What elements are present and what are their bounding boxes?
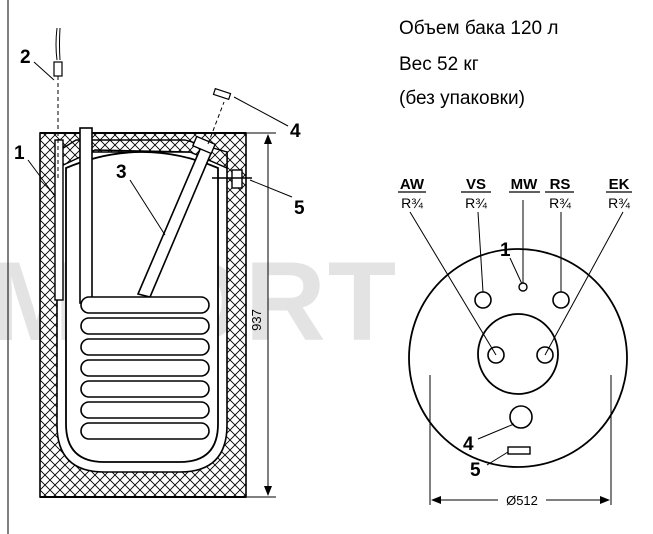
conn-rs-code: RS (550, 176, 571, 193)
port-mw (518, 282, 528, 292)
leader-5 (249, 179, 293, 198)
anode-plug (212, 87, 232, 101)
spec-weight: Вес 52 кг (399, 54, 479, 75)
conn-rs-size: R¾ (549, 195, 571, 211)
leader-5-top (486, 451, 509, 466)
anode-cap (191, 135, 217, 155)
leader-2 (33, 61, 55, 81)
spec-volume: Объем бака 120 л (399, 18, 559, 39)
callout-4-top: 4 (463, 434, 474, 455)
conn-ek-code: EK (609, 176, 630, 193)
sensor-well (54, 139, 64, 301)
dia-arrow-left (431, 496, 441, 504)
heat-exchanger-coil (80, 296, 210, 440)
leader-1-top (509, 257, 523, 285)
conn-vs-code: VS (466, 176, 486, 193)
conn-ek-size: R¾ (608, 195, 630, 211)
dia-arrow-right (600, 496, 610, 504)
tank-top-view: AW R¾ VS R¾ MW RS R¾ EK R¾ 1 4 5 Ø512 (398, 176, 632, 508)
leader-4-top (477, 423, 515, 440)
conn-mw-code: MW (511, 176, 538, 193)
port-anode (509, 405, 533, 429)
sensor-cable (55, 27, 61, 61)
thermometer (231, 169, 243, 189)
inlet-pipe (79, 127, 93, 304)
leader-aw (409, 211, 497, 356)
sensor-probe (53, 61, 63, 77)
conn-aw-code: AW (400, 176, 425, 193)
callout-5-side: 5 (294, 198, 305, 219)
height-arrow-top (264, 134, 272, 144)
conn-aw-size: R¾ (401, 195, 423, 211)
conn-vs-size: R¾ (465, 195, 487, 211)
height-dimension-label: 937 (249, 309, 264, 331)
callout-1-side: 1 (14, 143, 25, 164)
anode-dashed-line (207, 101, 225, 145)
leader-1 (27, 159, 55, 196)
callout-4-side: 4 (290, 121, 301, 142)
leader-3 (129, 179, 166, 236)
spec-packaging: (без упаковки) (399, 88, 525, 109)
callout-5-top: 5 (470, 460, 481, 481)
diameter-label: Ø512 (506, 493, 538, 508)
top-insulation (56, 139, 228, 170)
top-view-inner-flange (477, 313, 559, 395)
callout-3: 3 (116, 162, 127, 183)
thermometer-top (507, 446, 531, 455)
leader-ek (544, 211, 624, 356)
callout-1-top: 1 (500, 240, 511, 261)
port-rs (552, 291, 570, 309)
port-vs (474, 291, 492, 309)
leader-4 (233, 96, 289, 127)
tank-side-view: 937 1 2 3 4 5 (14, 27, 305, 498)
dia-label-bg (498, 490, 546, 508)
callout-2: 2 (20, 47, 31, 68)
height-arrow-bottom (264, 486, 272, 496)
leader-vs (477, 211, 484, 293)
